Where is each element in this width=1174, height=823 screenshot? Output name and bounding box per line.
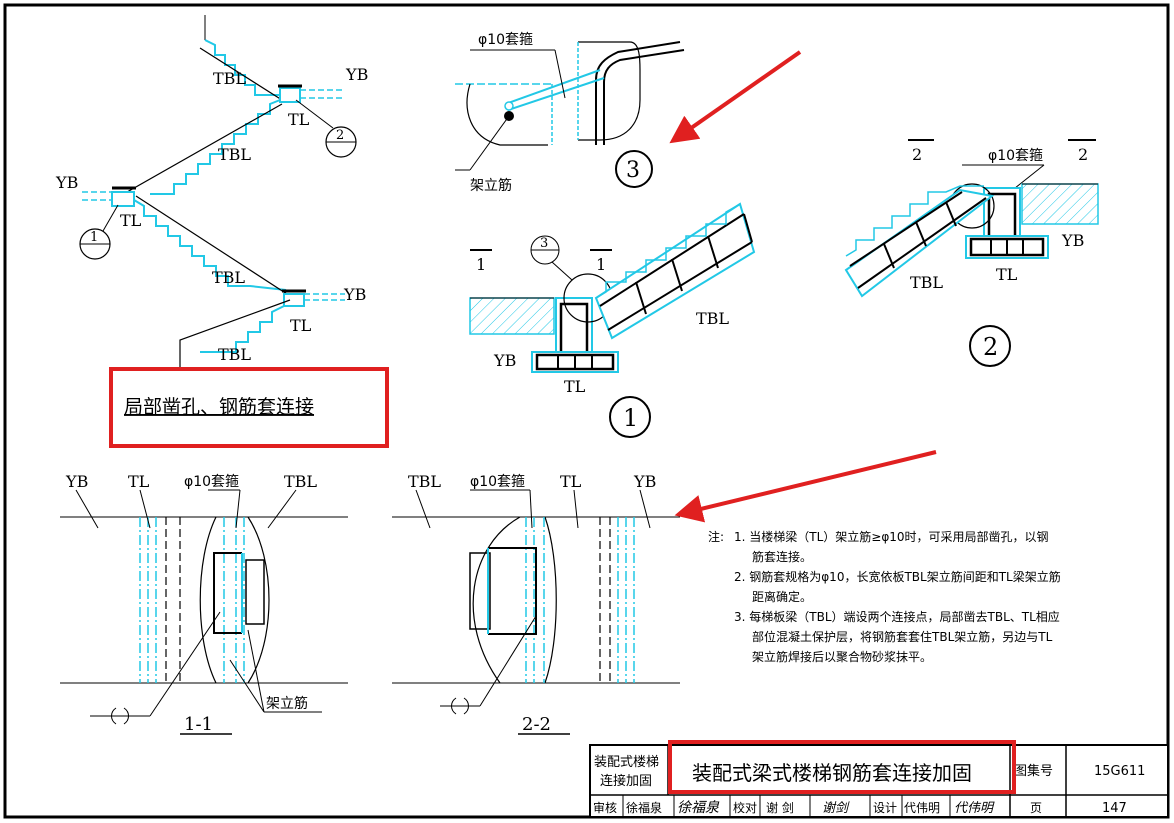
label-phi10-s22: φ10套箍: [470, 473, 525, 490]
tb-page-label: 页: [1030, 801, 1042, 815]
tb-check-name: 谢 剑: [766, 800, 794, 815]
tb-review-name: 徐福泉: [626, 800, 662, 815]
label-phi10-detail3: φ10套箍: [478, 31, 533, 48]
label-tbl-detail1: TBL: [696, 309, 729, 328]
section-mark-2-right: 2: [1078, 145, 1088, 164]
notes-block: 注: 1. 当楼梯梁（TL）架立筋≥φ10时，可采用局部凿孔，以钢 筋套连接。 …: [708, 529, 1061, 664]
section-mark-1-left: 1: [476, 255, 486, 274]
tb-review-label: 审核: [593, 800, 617, 815]
section-mark-2-left: 2: [912, 145, 922, 164]
stair-elevation: [79, 15, 357, 368]
label-tl-s22: TL: [560, 472, 582, 491]
detail-3-number: 3: [626, 158, 640, 183]
label-tl-detail2: TL: [996, 265, 1018, 284]
label-tbl-bottom: TBL: [218, 345, 251, 364]
note-1-line-2: 筋套连接。: [752, 549, 812, 564]
label-yb-detail1: YB: [493, 351, 516, 370]
note-1-line-1: 1. 当楼梯梁（TL）架立筋≥φ10时，可采用局部凿孔，以钢: [734, 529, 1049, 544]
note-3-line-3: 架立筋焊接后以聚合物砂浆抹平。: [752, 649, 932, 664]
label-tl-top: TL: [288, 110, 310, 129]
tb-title: 装配式梁式楼梯钢筋套连接加固: [692, 761, 972, 785]
caption-highlight-box: [109, 367, 389, 448]
label-tbl-detail2: TBL: [910, 273, 943, 292]
title-highlight-box: [668, 740, 1016, 794]
label-phi10-detail2: φ10套箍: [988, 147, 1043, 164]
detail-1-number: 1: [623, 404, 638, 432]
callout-1-number: 1: [90, 230, 98, 245]
section-title-2-2: 2-2: [522, 714, 551, 735]
label-tbl-s11: TBL: [284, 472, 317, 491]
tb-category-line2: 连接加固: [600, 773, 652, 789]
label-tbl-middle: TBL: [218, 145, 251, 164]
section-2-2-drawing: [392, 489, 680, 735]
note-3-line-1: 3. 每梯板梁（TBL）端设两个连接点，局部凿去TBL、TL相应: [734, 609, 1060, 624]
notes-prefix: 注:: [708, 529, 724, 544]
detail-1-drawing: [469, 202, 756, 438]
note-2-line-2: 距离确定。: [752, 589, 812, 604]
label-yb-s11: YB: [65, 472, 88, 491]
label-yb-lower: YB: [343, 285, 366, 304]
tb-review-sign: 徐福泉: [677, 800, 720, 816]
label-yb-s22: YB: [633, 472, 656, 491]
red-arrow-notes: [674, 450, 937, 523]
label-tbl-top: TBL: [213, 69, 246, 88]
callout-3-number: 3: [540, 236, 548, 251]
sheet-frame: [3, 3, 1170, 819]
tb-design-label: 设计: [873, 801, 897, 815]
tb-check-label: 校对: [733, 800, 757, 815]
section-1-1-drawing: [60, 489, 348, 735]
tb-atlas-label: 图集号: [1014, 763, 1053, 779]
title-block: 装配式楼梯 连接加固 装配式梁式楼梯钢筋套连接加固 图集号 15G611 审核 …: [589, 744, 1169, 818]
label-yb-detail2: YB: [1061, 231, 1084, 250]
label-tbl-s22: TBL: [408, 472, 441, 491]
note-2-line-1: 2. 钢筋套规格为φ10，长宽依板TBL架立筋间距和TL梁架立筋: [734, 569, 1061, 584]
label-erecting-bar-s11: 架立筋: [266, 695, 308, 712]
label-tbl-lower: TBL: [212, 268, 245, 287]
detail-2-drawing: [844, 139, 1099, 367]
label-tl-s11: TL: [128, 472, 150, 491]
left-caption: 局部凿孔、钢筋套连接: [124, 396, 314, 418]
label-tl-lower: TL: [290, 316, 312, 335]
section-mark-1-right: 1: [596, 255, 606, 274]
label-tl-left: TL: [120, 211, 142, 230]
label-tl-detail1: TL: [564, 377, 586, 396]
tb-page-no: 147: [1102, 801, 1127, 816]
detail-2-number: 2: [983, 333, 998, 361]
detail-3-drawing: [455, 41, 685, 188]
tb-check-sign: 谢剑: [822, 800, 850, 816]
tb-design-sign: 代伟明: [954, 801, 995, 816]
section-title-1-1: 1-1: [184, 714, 213, 735]
callout-2-number: 2: [336, 128, 344, 143]
tb-design-name: 代伟明: [904, 801, 940, 815]
label-phi10-s11: φ10套箍: [184, 473, 239, 490]
label-yb-left: YB: [55, 173, 78, 192]
label-erecting-bar-detail3: 架立筋: [470, 177, 512, 194]
tb-category-line1: 装配式楼梯: [594, 755, 659, 770]
note-3-line-2: 部位混凝土保护层，将钢筋套套住TBL架立筋，另边与TL: [752, 629, 1053, 644]
label-yb-top: YB: [345, 65, 368, 84]
red-arrow-top: [669, 50, 802, 144]
tb-atlas-no: 15G611: [1094, 764, 1145, 779]
